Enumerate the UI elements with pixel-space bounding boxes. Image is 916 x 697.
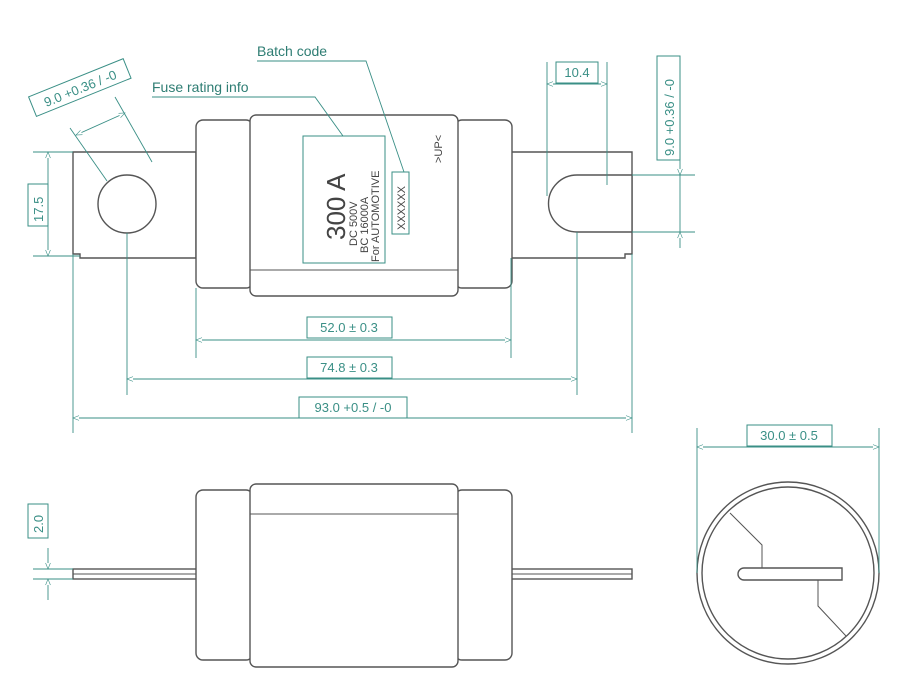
orientation-mark: >UP< [433, 135, 445, 163]
side-right-end-cap [454, 489, 513, 661]
body-diameter-value: 30.0 ± 0.5 [760, 428, 818, 443]
left-mounting-hole [97, 174, 157, 234]
left-end-cap [195, 119, 254, 289]
slot-height-value: 9.0 +0.36 / -0 [662, 79, 677, 156]
body-length-value: 52.0 ± 0.3 [320, 320, 378, 335]
top-view: 300 A DC 500V BC 16000A For AUTOMOTIVE X… [27, 43, 695, 433]
fuse-rating-leader [152, 96, 344, 137]
fuse-rating-box [302, 135, 386, 264]
fuse-rating-text-group: 300 A [321, 173, 351, 240]
side-fuse-body [249, 483, 459, 668]
side-left-end-cap [195, 489, 254, 661]
right-end-cap [454, 119, 513, 289]
batch-code-leader [257, 60, 405, 173]
batch-code: XXXXXX [396, 185, 408, 230]
fuse-breaking-capacity: BC 16000A [359, 196, 371, 253]
fuse-rating-label: Fuse rating info [152, 79, 249, 95]
hole-diameter-dim: 9.0 +0.36 / -0 [27, 58, 132, 118]
side-view: 2.0 [27, 483, 633, 668]
terminal-thickness-value: 2.0 [31, 515, 46, 533]
slot-width-value: 10.4 [564, 65, 589, 80]
batch-code-label: Batch code [257, 43, 327, 59]
fuse-application: For AUTOMOTIVE [370, 171, 382, 262]
batch-code-box [391, 171, 410, 235]
hole-spacing-value: 74.8 ± 0.3 [320, 360, 378, 375]
overall-length-value: 93.0 +0.5 / -0 [315, 400, 392, 415]
fuse-dc-rating: DC 500V [348, 201, 360, 246]
right-mounting-slot [547, 174, 633, 233]
terminal-width-value: 17.5 [31, 197, 46, 222]
end-view: 30.0 ± 0.5 [696, 424, 880, 665]
end-terminal-blade [737, 567, 843, 581]
fuse-rating: 300 A [321, 173, 351, 240]
